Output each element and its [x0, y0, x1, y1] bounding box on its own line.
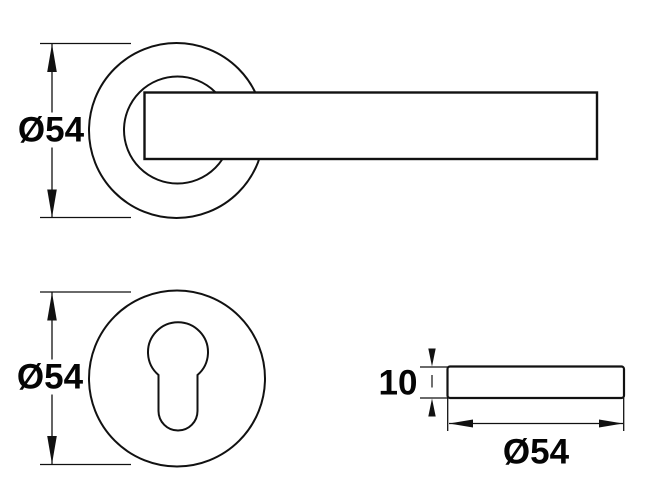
arrow-right-icon [599, 419, 623, 428]
escutcheon-diameter-label: Ø54 [14, 357, 86, 397]
rose-diameter-label: Ø54 [500, 432, 572, 472]
escutcheon-circle [88, 289, 266, 468]
arrow-down-icon [47, 436, 57, 464]
arrow-up-icon [47, 44, 57, 72]
rose-diameter-dimension [447, 398, 625, 431]
rose-thickness-label: 10 [376, 363, 420, 403]
thickness-dimension [420, 348, 448, 417]
arrow-down-icon [428, 348, 436, 367]
arrow-down-icon [47, 189, 57, 218]
arrow-up-icon [47, 292, 57, 321]
lever-diameter-label: Ø54 [15, 110, 87, 150]
rose-profile [446, 365, 626, 400]
arrow-left-icon [449, 419, 473, 428]
lever-front-view [40, 42, 599, 219]
keyhole-cutout [147, 321, 209, 432]
arrow-up-icon [428, 398, 436, 417]
rose-side-view [420, 348, 626, 431]
lever-bar [143, 91, 599, 161]
